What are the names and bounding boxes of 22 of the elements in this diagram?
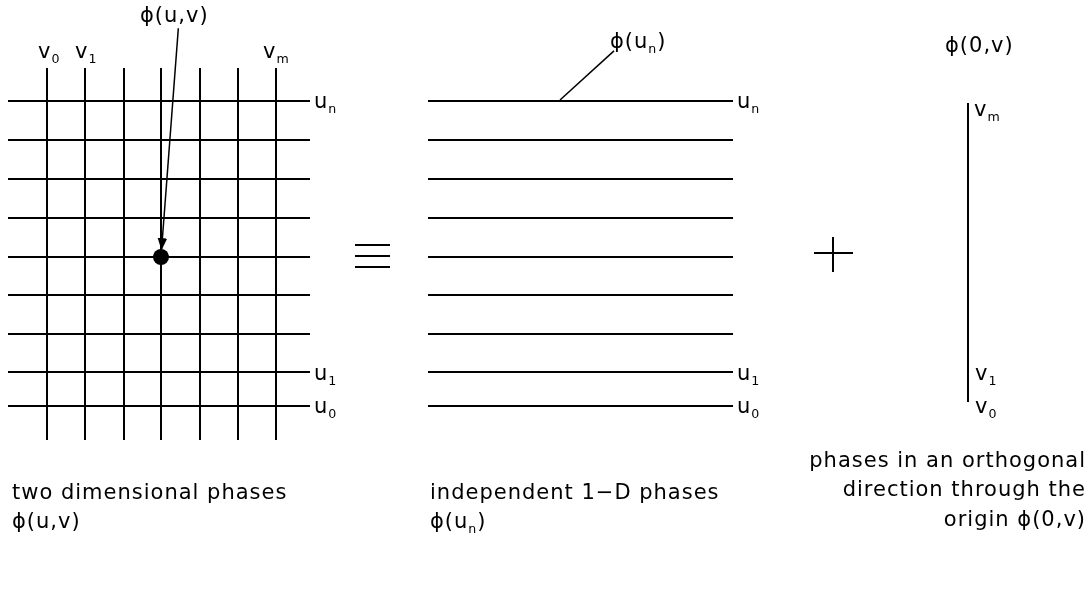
grid-point <box>153 249 169 265</box>
axis-label: v$_{0}$ <box>975 393 998 422</box>
axis-label: v$_{1}$ <box>75 38 98 67</box>
axis-label: u$_{n}$ <box>314 88 338 117</box>
caption: two dimensional phases ϕ(u,v) <box>12 479 289 536</box>
caption: independent 1−D phases ϕ(u$_{n}$) <box>430 479 720 539</box>
axis-label: v$_{m}$ <box>974 96 1001 125</box>
axis-label: u$_{1}$ <box>314 360 338 389</box>
phase-label: ϕ(u,v) <box>140 2 209 29</box>
axis-label: u$_{1}$ <box>737 360 761 389</box>
axis-label: u$_{0}$ <box>737 393 761 422</box>
phase-label: ϕ(0,v) <box>945 32 1014 59</box>
axis-label: v$_{0}$ <box>38 38 61 67</box>
caption: phases in an orthogonal direction through the origin ϕ(0,v) <box>808 447 1086 533</box>
phase-label: ϕ(u$_{n}$) <box>610 28 667 57</box>
axis-label: u$_{n}$ <box>737 88 761 117</box>
leader-line <box>559 50 615 101</box>
axis-label: u$_{0}$ <box>314 393 338 422</box>
arrow <box>157 27 180 251</box>
axis-label: v$_{1}$ <box>975 360 998 389</box>
axis-label: v$_{m}$ <box>263 38 290 67</box>
phase-line <box>428 100 733 102</box>
